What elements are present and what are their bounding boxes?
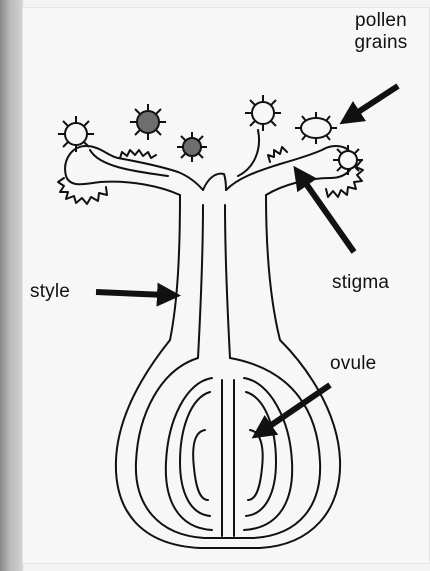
pollen-grain-3 <box>177 132 207 162</box>
stigma-fringe-top <box>120 147 287 162</box>
stigma-arrow <box>302 178 354 252</box>
ovule-left-outer <box>166 378 212 530</box>
stigma-center <box>203 174 226 190</box>
style-canal-left <box>198 205 203 358</box>
ovule-left-mid <box>180 392 210 516</box>
ovule-right-mid <box>246 392 276 516</box>
stigma-label: stigma <box>332 272 389 294</box>
style-canal-right <box>225 205 230 358</box>
ovary-inner-wall <box>136 358 320 538</box>
ovule-right-inner <box>248 430 263 500</box>
pollen-grain-5 <box>295 112 337 144</box>
pollen-grain-4 <box>245 95 281 131</box>
ovary-outer-wall <box>116 195 340 548</box>
ovule-left-inner <box>193 430 208 500</box>
ovule-right-outer <box>244 378 292 530</box>
stigma-right-lobe-inner <box>238 130 259 176</box>
pollen-grains <box>58 95 363 175</box>
style-label: style <box>30 281 70 303</box>
ovule-arrow <box>264 385 330 430</box>
pollen-grain-2 <box>130 104 166 140</box>
pollen-arrow <box>352 86 398 116</box>
pollen-grain-6 <box>333 145 363 175</box>
pollen-label-line1: pollen <box>340 10 422 32</box>
style-arrow <box>96 292 166 295</box>
ovary-septum <box>222 380 234 536</box>
ovule-label: ovule <box>330 353 376 375</box>
pollen-grains-label: pollen grains <box>340 10 422 54</box>
pollen-grain-1 <box>58 116 94 152</box>
pollen-label-line2: grains <box>340 32 422 54</box>
